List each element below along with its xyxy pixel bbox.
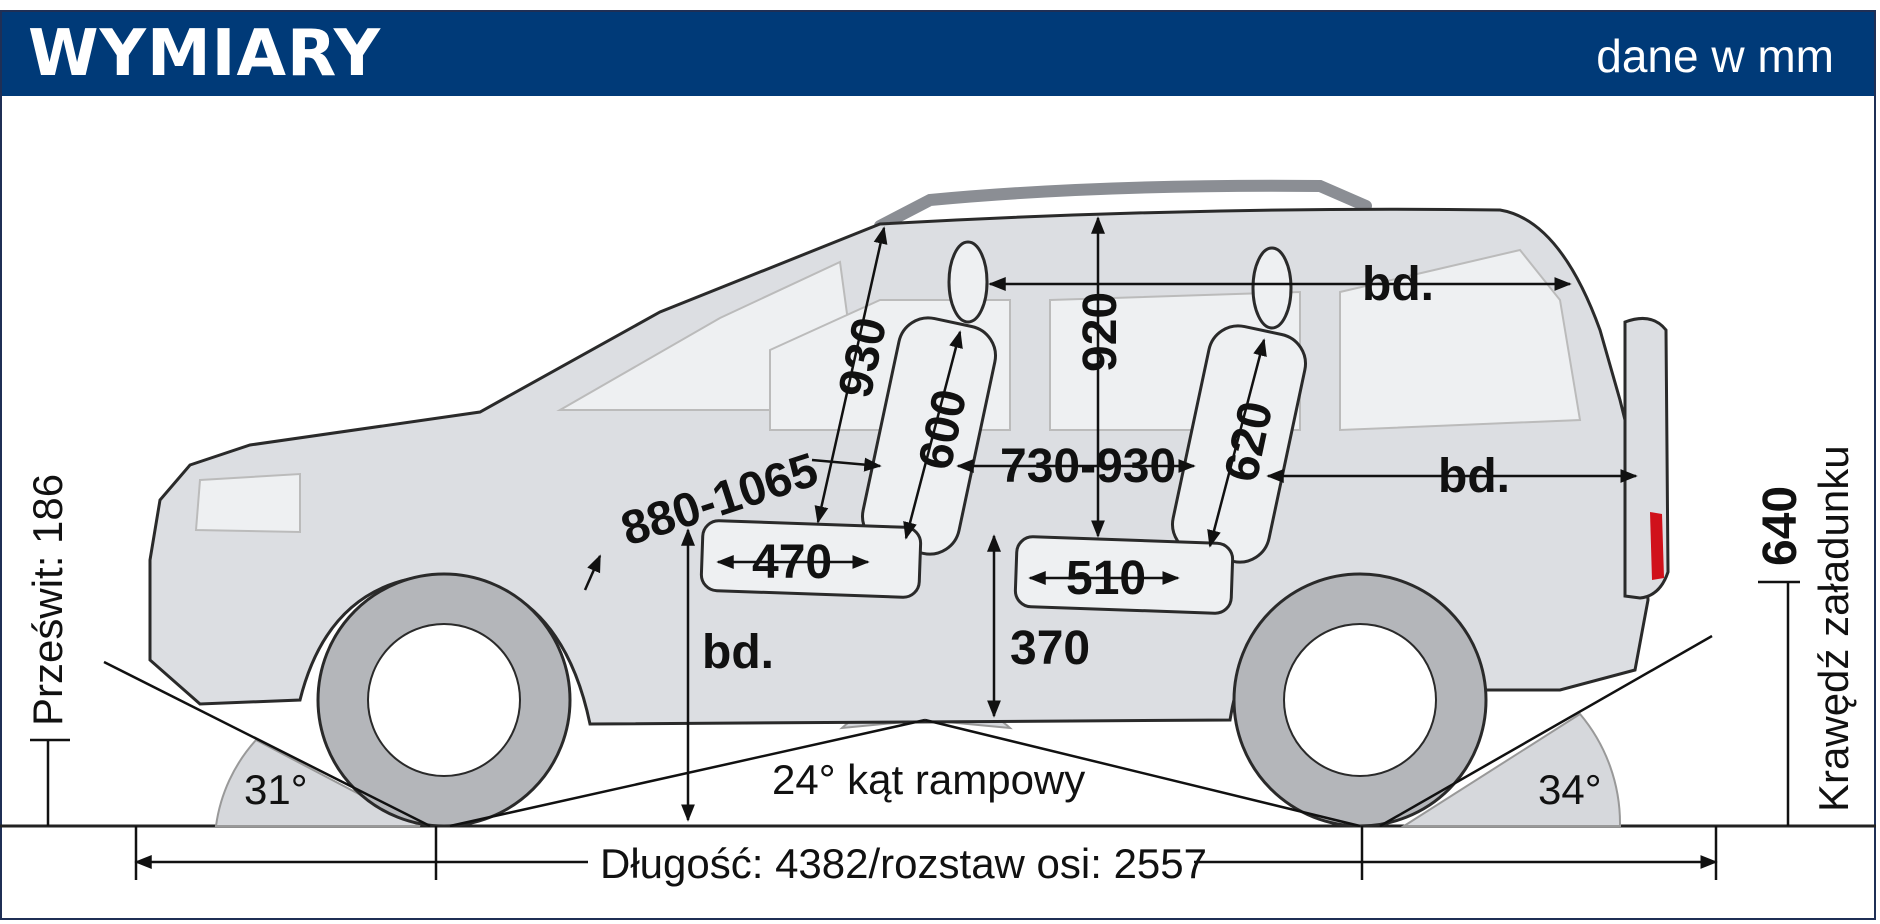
arrow-front-headroom <box>814 226 888 524</box>
label-cargo-length: bd. <box>1438 450 1510 503</box>
arrow-rear-seatback <box>1207 338 1267 548</box>
length-label-bg <box>588 838 1194 886</box>
label-rear-headroom: 920 <box>1074 292 1127 372</box>
rear-headrest <box>1251 246 1293 330</box>
panel-title: WYMIARY <box>28 17 382 91</box>
roof-rail <box>874 179 1372 232</box>
unit-note: dane w mm <box>1596 30 1834 82</box>
departure-angle-wedge <box>1400 712 1622 827</box>
label-departure-angle: 34° <box>1538 766 1602 813</box>
departure-angle-line <box>1379 634 1713 828</box>
label-front-seat-height: bd. <box>702 626 774 679</box>
label-ground-clearance: Prześwit: 186 <box>24 474 71 726</box>
ramp-line-rear <box>924 718 1361 828</box>
label-rear-legroom: 730-930 <box>1000 440 1176 493</box>
label-load-edge: Krawędź załadunku <box>1810 445 1857 812</box>
label-approach-angle: 31° <box>244 766 308 813</box>
window-back <box>1339 248 1582 432</box>
approach-angle-line <box>103 660 431 828</box>
label-rear-seat-height: 370 <box>1010 622 1090 675</box>
label-shoulder-length: bd. <box>1362 258 1434 311</box>
header-bar: WYMIARY dane w mm <box>2 12 1874 96</box>
arrow-front-legroom-b <box>811 457 882 472</box>
label-rear-cushion: 510 <box>1066 552 1146 605</box>
label-load-edge-value: 640 <box>1754 486 1807 566</box>
label-length-wheelbase: Długość: 4382/rozstaw osi: 2557 <box>600 840 1207 887</box>
tail-light <box>1650 512 1664 580</box>
label-front-cushion: 470 <box>752 536 832 589</box>
front-headrest <box>947 240 989 324</box>
arrow-front-legroom <box>583 554 602 591</box>
headlight <box>194 472 301 534</box>
arrow-front-seatback <box>903 330 963 540</box>
front-wheel <box>316 572 572 828</box>
label-ramp-angle: 24° kąt rampowy <box>772 756 1085 803</box>
approach-angle-wedge <box>214 738 421 827</box>
